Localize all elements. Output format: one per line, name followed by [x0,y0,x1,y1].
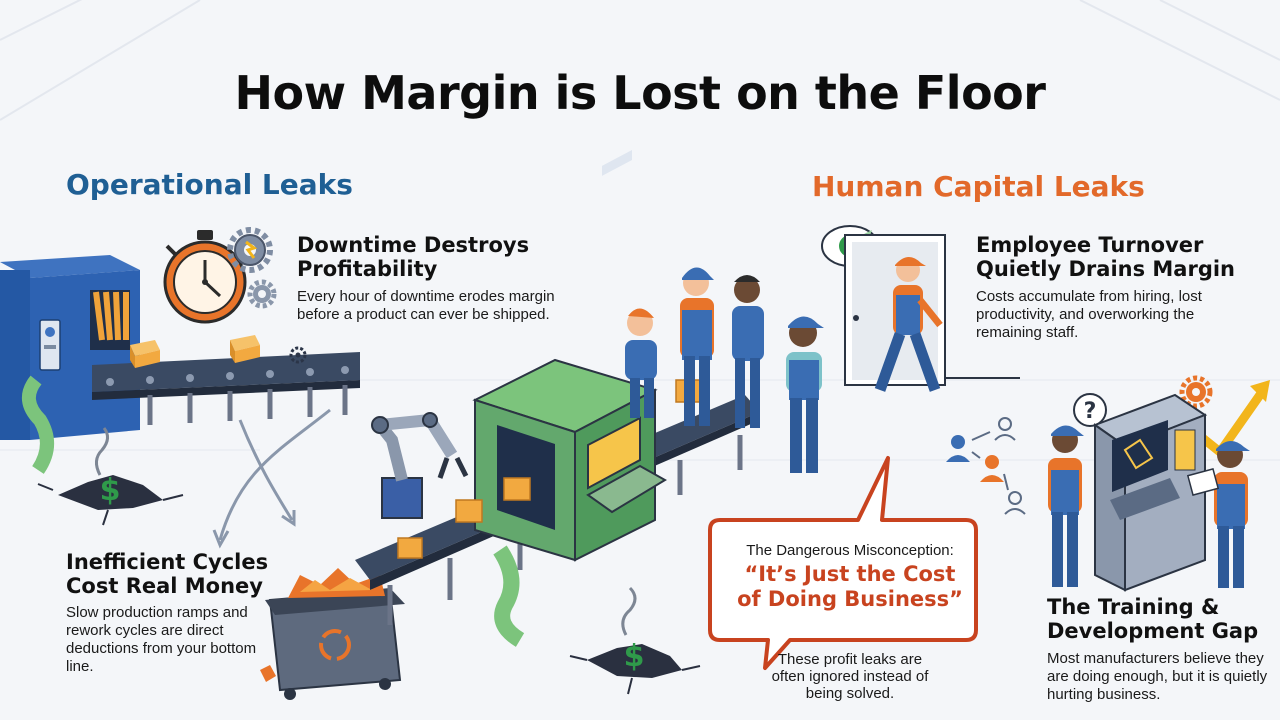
gear-icon [1179,375,1213,409]
training-gap-description: Most manufacturers believe they are doin… [1047,650,1268,703]
downtime-description: Every hour of downtime erodes margin bef… [297,288,555,323]
cracked-floor-dollar-icon: $ [569,586,701,695]
inefficient-cycles-description: Slow production ramps and rework cycles … [66,604,257,675]
question-bubble-icon: ? [1073,393,1107,427]
cracked-floor-dollar-icon: $ [37,427,184,526]
worker [1048,425,1084,587]
worker [732,275,764,428]
gear-icon [227,227,273,273]
worker [786,316,824,473]
employee-turnover-title: Employee Turnover Quietly Drains Margin [976,233,1236,281]
box-icon [503,477,531,501]
box-icon [397,537,423,559]
scrap-bin [260,568,405,700]
stopwatch-icon [163,230,247,324]
page-title: How Margin is Lost on the Floor [234,66,1046,120]
employee-turnover-description: Costs accumulate from hiring, lost produ… [976,288,1202,341]
gear-icon [289,346,307,364]
worker [625,308,657,418]
profit-leaks-note: These profit leaks are often ignored ins… [771,651,929,702]
robot-arm [371,412,469,519]
dollar-icon: $ [100,473,121,508]
box-icon [455,499,483,523]
question-icon: ? [1084,399,1097,424]
people-network-icon [946,417,1026,515]
human-capital-leaks-heading: Human Capital Leaks [812,170,1145,203]
flow-arrow [212,408,331,549]
worker [1186,440,1250,588]
box-icon [230,335,260,363]
worker [680,267,714,426]
gear-icon [247,279,277,309]
misconception-callout [708,456,978,670]
misconception-label: The Dangerous Misconception: [746,542,954,559]
worker-group [625,267,824,473]
packaging-machine [0,255,140,474]
inefficient-cycles-title: Inefficient Cycles Cost Real Money [66,550,269,598]
training-gap-title: The Training & Development Gap [1047,595,1259,643]
dollar-icon: $ [624,639,645,674]
worker-leaving [874,256,943,392]
operational-leaks-heading: Operational Leaks [66,168,353,201]
downtime-title: Downtime Destroys Profitability [297,233,530,281]
box-icon [130,340,160,368]
misconception-quote: “It’s Just the Cost of Doing Business” [737,562,963,611]
control-panel-machine [1092,393,1208,592]
